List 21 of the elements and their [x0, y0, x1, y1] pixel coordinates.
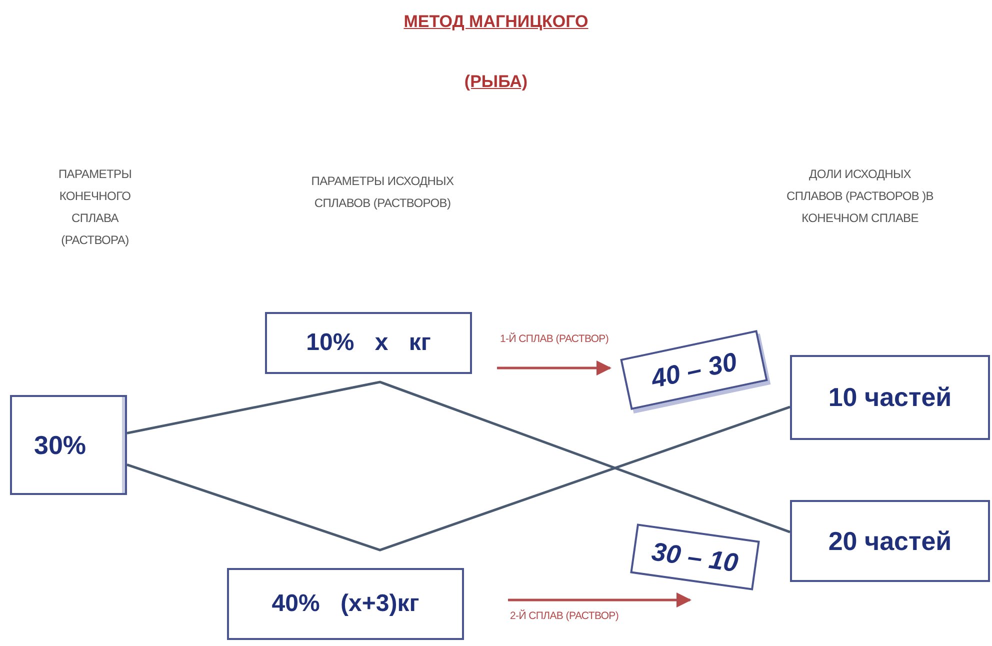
value-box: [265, 312, 472, 374]
node-text: 10% x кг: [306, 329, 431, 357]
subtitle: (РЫБА): [463, 72, 529, 92]
connector-line: [126, 380, 790, 534]
node-text: 40% (x+3)кг: [272, 590, 420, 618]
arrow-label: 1-Й СПЛАВ (РАСТВОР): [500, 333, 610, 345]
node-text: 10 частей: [828, 382, 952, 413]
connector-line: [126, 406, 790, 552]
node-text: 20 частей: [828, 526, 952, 556]
node-text: 30%: [34, 430, 86, 460]
value-box: [10, 395, 127, 495]
node-text: 30 – 10: [650, 536, 740, 578]
column-heading: ПАРАМЕТРЫ КОНЕЧНОГО СПЛАВА (РАСТВОРА): [57, 166, 133, 249]
value-box: [790, 500, 990, 582]
title: МЕТОД МАГНИЦКОГО: [402, 12, 590, 32]
column-heading: ДОЛИ ИСХОДНЫХ СПЛАВОВ (РАСТВОРОВ )В КОНЕЧНОМ СПЛАВЕ: [785, 166, 935, 227]
arrow-label: 2-Й СПЛАВ (РАСТВОР): [510, 610, 620, 622]
column-heading: ПАРАМЕТРЫ ИСХОДНЫХ СПЛАВОВ (РАСТВОРОВ): [310, 173, 455, 212]
value-box: [227, 568, 464, 640]
value-box: [790, 355, 990, 440]
node-text: 40 – 30: [648, 346, 740, 394]
